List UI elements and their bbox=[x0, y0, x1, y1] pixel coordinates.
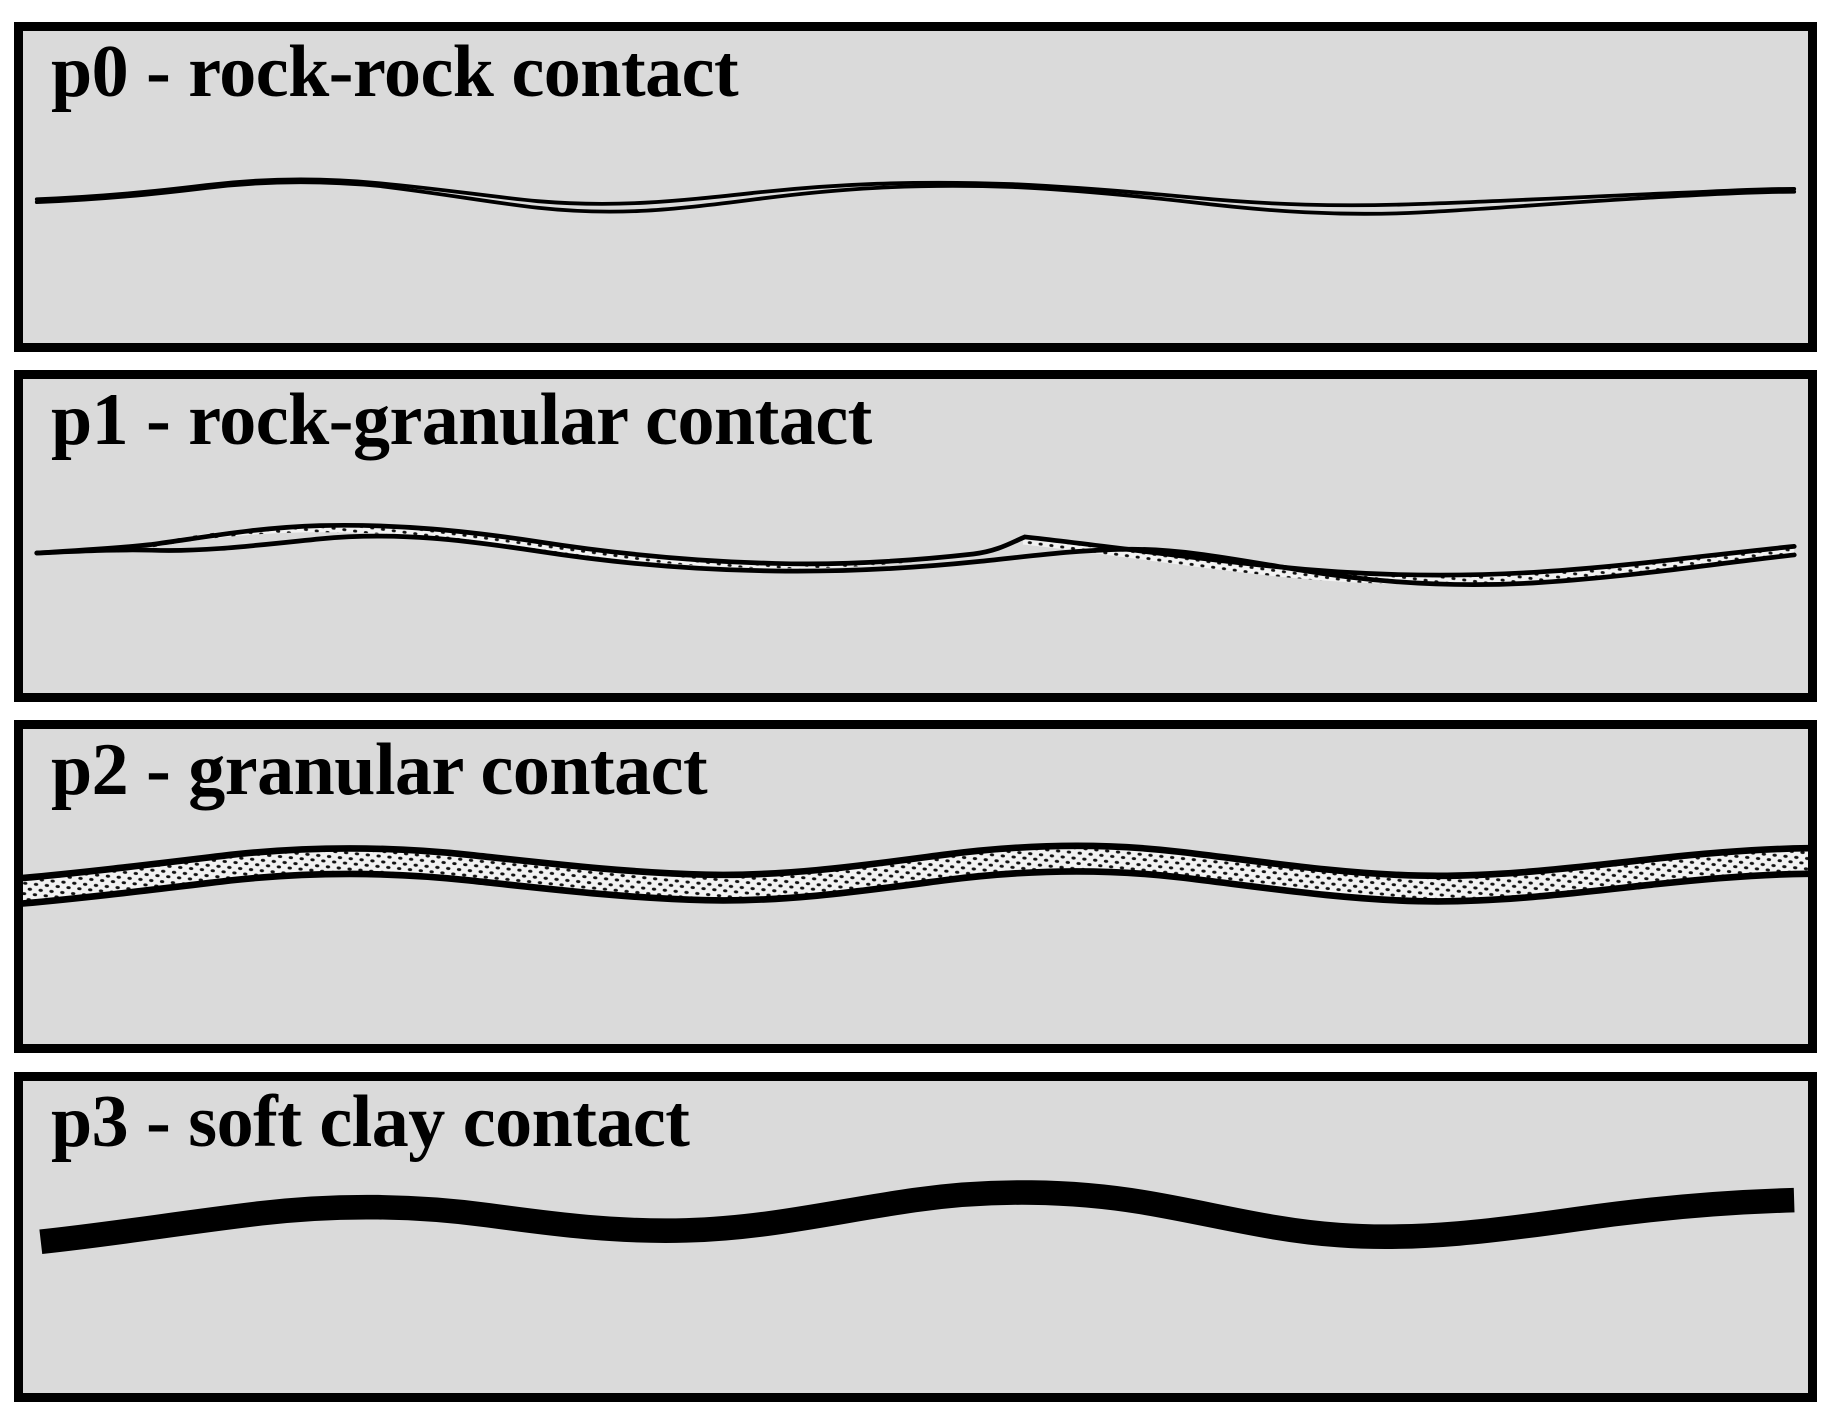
p2-upper-contact-line bbox=[23, 842, 1808, 882]
p2-granular-band bbox=[23, 845, 1808, 904]
panel-p2-label: p2 - granular contact bbox=[51, 729, 708, 811]
panel-p3-label: p3 - soft clay contact bbox=[51, 1081, 690, 1163]
panel-p2: p2 - granular contact bbox=[14, 720, 1817, 1053]
p1-granular-lens-right bbox=[1022, 537, 1795, 585]
panel-p3: p3 - soft clay contact bbox=[14, 1072, 1817, 1402]
p1-upper-contact-line bbox=[34, 522, 1797, 578]
panel-p2-drawing bbox=[23, 842, 1808, 907]
panel-p3-drawing bbox=[39, 1180, 1795, 1254]
panel-p1: p1 - rock-granular contact bbox=[14, 370, 1817, 702]
p1-lower-contact-line bbox=[34, 533, 1797, 588]
panel-p0-drawing bbox=[34, 177, 1797, 216]
panel-p0: p0 - rock-rock contact bbox=[14, 22, 1817, 352]
p2-lower-contact-line bbox=[23, 868, 1808, 907]
panel-p0-label: p0 - rock-rock contact bbox=[51, 31, 739, 113]
p3-soft-clay-seam bbox=[39, 1180, 1795, 1254]
p0-upper-contact-line bbox=[34, 177, 1797, 208]
panel-p1-drawing bbox=[34, 522, 1797, 588]
p0-lower-contact-line bbox=[34, 180, 1797, 216]
panel-p1-label: p1 - rock-granular contact bbox=[51, 379, 872, 461]
